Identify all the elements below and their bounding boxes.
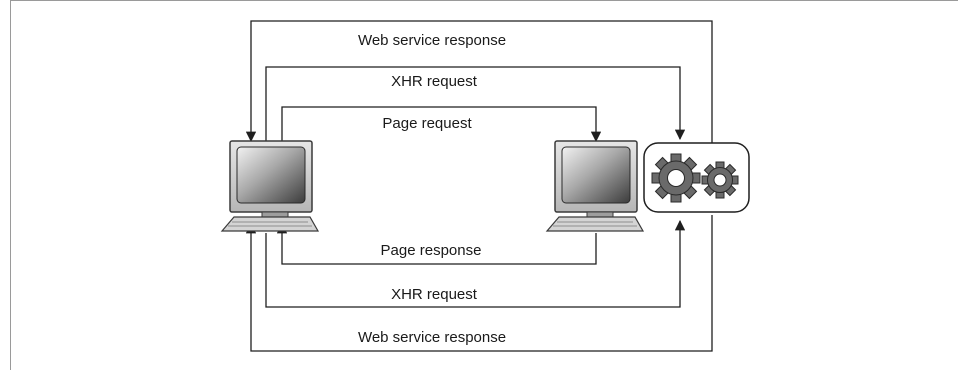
page-request-label: Page request: [382, 115, 472, 132]
web-service-response-top-arrow: [245, 20, 713, 145]
web-service-response-top-label: Web service response: [358, 32, 506, 49]
xhr-request-top-arrow: [265, 66, 686, 141]
server-computer-icon: [545, 140, 645, 232]
page-response-arrow: [276, 222, 597, 265]
web-service-response-bottom-arrow: [245, 215, 713, 352]
web-service-response-bottom-label: Web service response: [358, 329, 506, 346]
xhr-request-bottom-label: XHR request: [391, 286, 478, 303]
xhr-request-top-label: XHR request: [391, 73, 478, 90]
client-computer-icon: [220, 140, 320, 232]
page-request-arrow: [281, 106, 602, 143]
page-response-label: Page response: [381, 242, 482, 259]
gears-icon: [643, 142, 750, 213]
xhr-request-bottom-arrow: [265, 219, 686, 308]
